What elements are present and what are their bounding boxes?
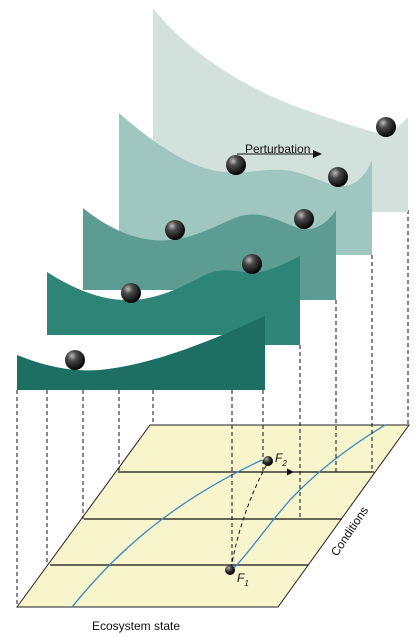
ball-panel-3-right — [294, 209, 314, 229]
landscape-surface-4 — [47, 256, 300, 345]
landscape-panel-5 — [17, 316, 265, 390]
ball-panel-4-left — [121, 283, 141, 303]
perturbation-arrow-head — [313, 150, 322, 158]
ball-panel-2-left — [226, 155, 246, 175]
equilibrium-curve-lower — [231, 424, 386, 571]
point-f2-ball — [263, 456, 273, 466]
projection-lines — [16, 210, 409, 607]
landscape-panel-4 — [47, 254, 300, 345]
label-f2: F2 — [275, 451, 287, 468]
landscape-surface-1 — [153, 8, 408, 212]
label-f1: F1 — [237, 571, 249, 588]
ball-panel-1 — [376, 117, 396, 137]
base-plane-surface — [16, 424, 410, 608]
equilibrium-curve-upper — [71, 459, 263, 608]
ball-panel-5 — [65, 350, 85, 370]
base-plane: F2 F1 Ecosystem state Conditions — [16, 424, 410, 633]
ball-panel-4-right — [242, 254, 262, 274]
landscape-surface-5 — [17, 316, 265, 390]
point-f1-ball — [225, 565, 235, 575]
transition-path-dashed — [230, 461, 269, 569]
ball-panel-3-left — [165, 220, 185, 240]
transition-arrow-head — [287, 468, 294, 476]
perturbation-label: Perturbation — [245, 142, 310, 156]
landscape-panel-1 — [153, 8, 408, 212]
axis-label-ecosystem-state: Ecosystem state — [92, 619, 180, 633]
ball-panel-2-right — [328, 167, 348, 187]
